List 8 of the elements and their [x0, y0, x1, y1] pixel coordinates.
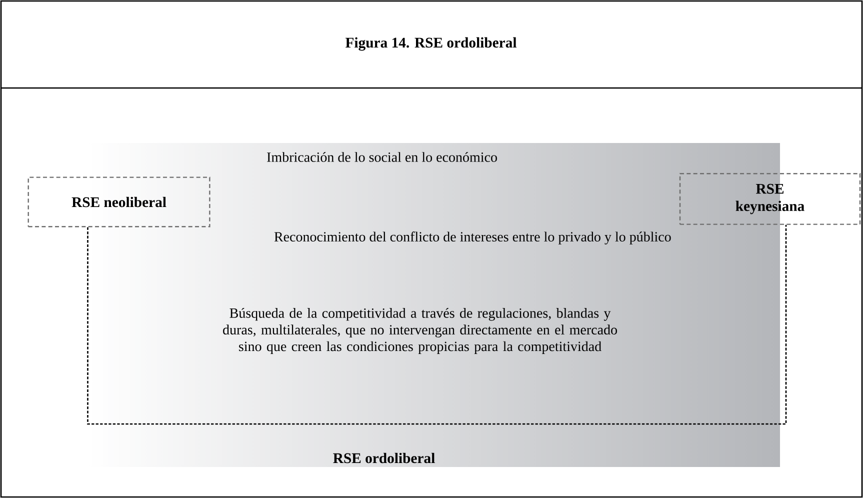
band-title: RSE ordoliberal: [333, 452, 435, 464]
statement: Reconocimiento del conflicto de intereses entre lo privado y lo público: [274, 232, 671, 244]
title: Figura 14. RSE ordoliberal: [346, 37, 517, 51]
dashed-box: RSE neoliberal: [28, 176, 210, 228]
dashed-box: RSE keynesiana: [679, 173, 861, 225]
statement: Búsqueda de la competitividad a través de regulaciones, blandas y duras, multilaterales, que no intervengan directamente en el mercado sino que creen las condiciones propicias para la competitividad: [223, 308, 617, 354]
bracket-connector: [87, 224, 787, 425]
statement: Imbricación de lo social en lo económico: [267, 152, 497, 162]
